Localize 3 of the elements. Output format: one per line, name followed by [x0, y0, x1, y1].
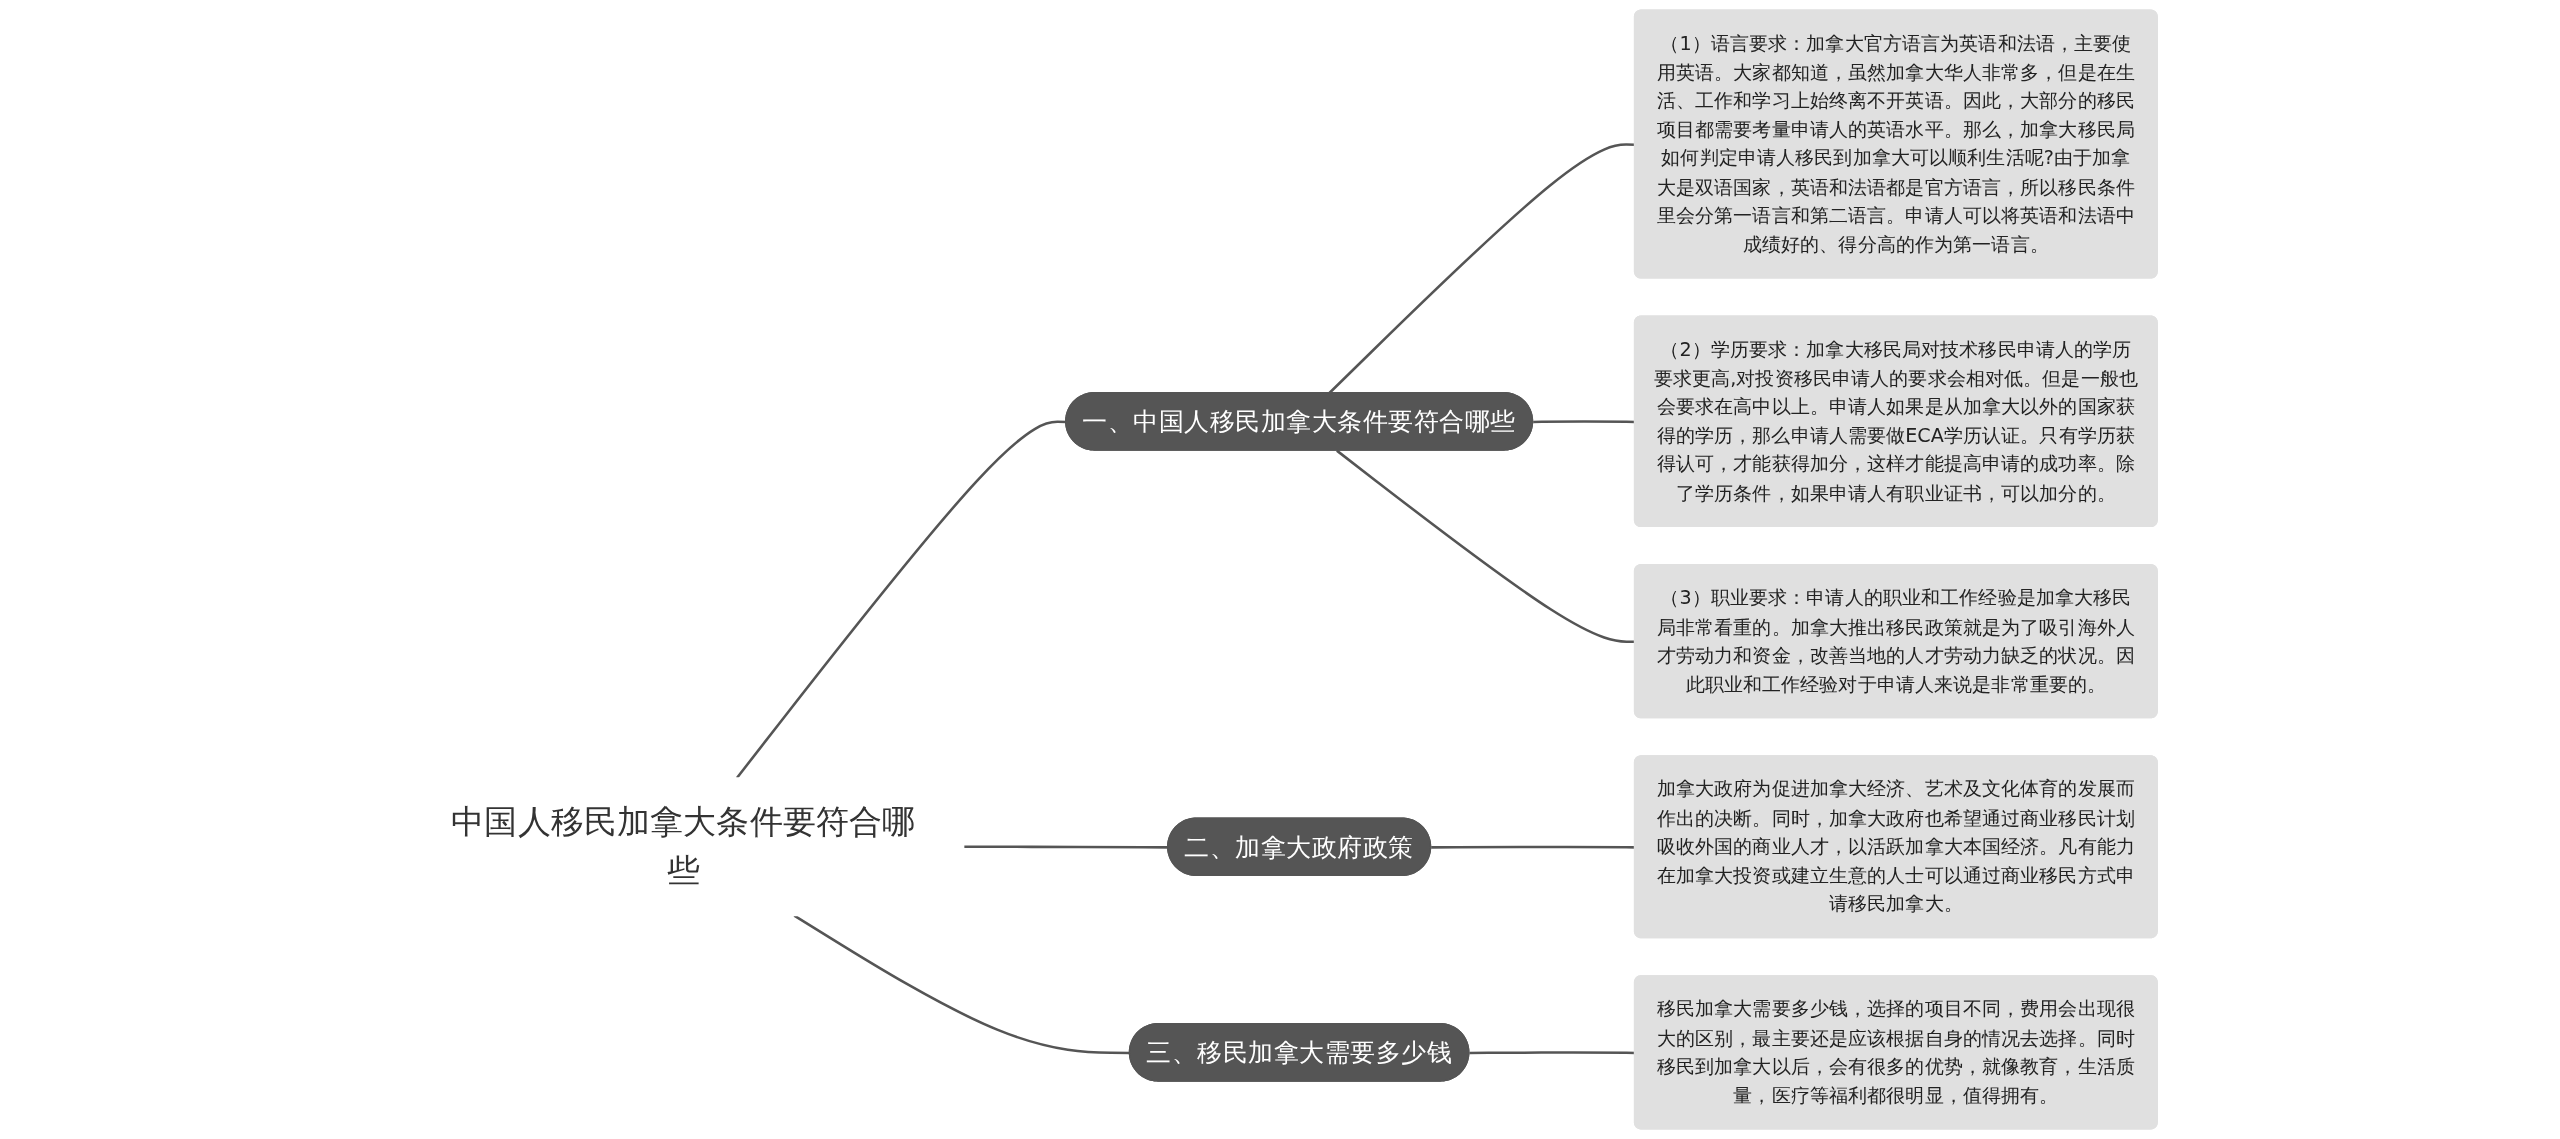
connector	[735, 420, 1067, 779]
connector	[963, 845, 1169, 849]
node-text: 中国人移民加拿大条件要符合哪些	[451, 802, 916, 891]
